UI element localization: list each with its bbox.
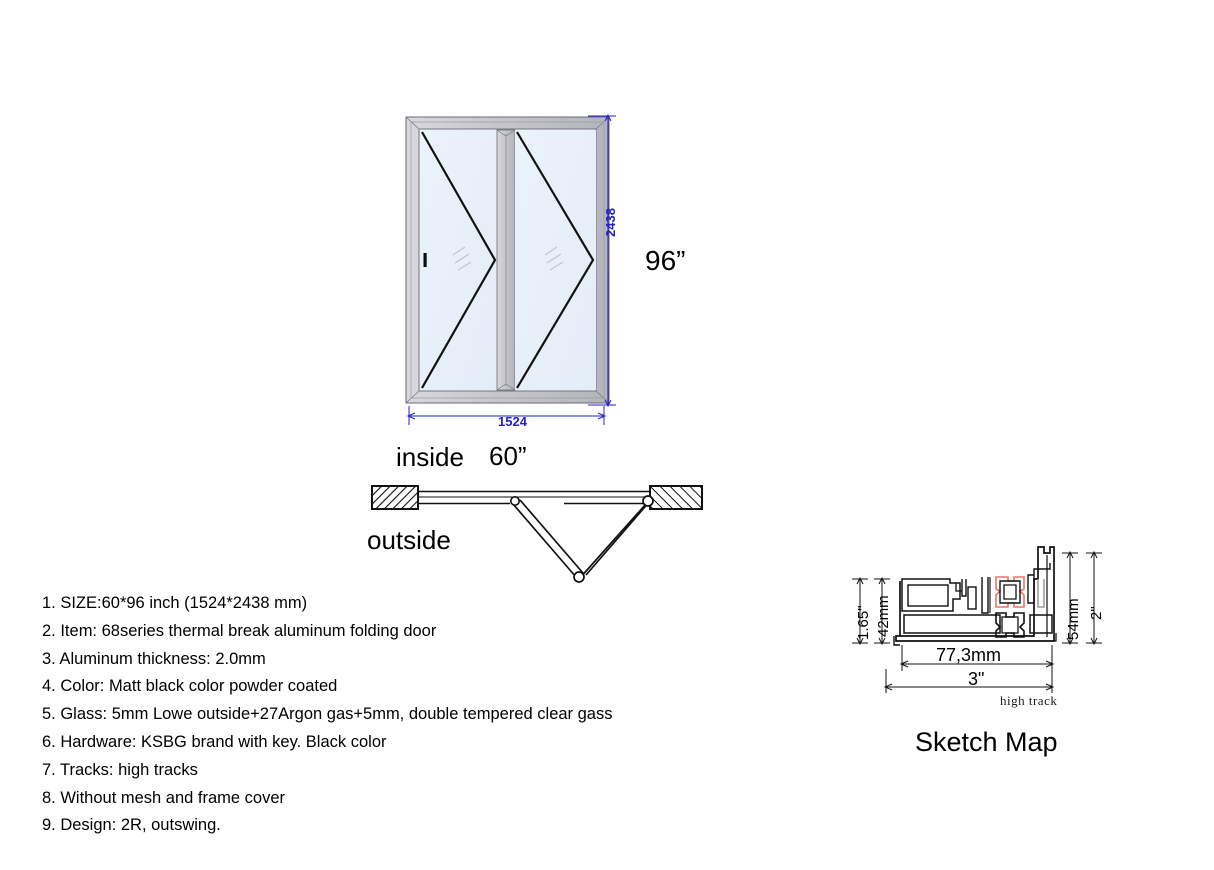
door-elevation-view [405, 116, 610, 404]
door-plan-view [371, 485, 703, 583]
profile-thermal-break-upper[interactable] [995, 576, 1025, 608]
hinge-pivot-middle [510, 496, 521, 506]
door-leaf-left [420, 130, 497, 390]
elevation-dimension-lines [406, 113, 616, 425]
dimension-width-inch: 60” [489, 441, 527, 471]
profile-dim-left-inch: 1.65" [855, 605, 872, 640]
spec-item-2: 2. Item: 68series thermal break aluminum… [42, 621, 437, 640]
profile-sill-body [895, 546, 1055, 642]
glass-reflection-right [544, 246, 564, 271]
profile-thermal-break-lower [995, 612, 1025, 638]
folding-panel-leg-left [512, 499, 584, 578]
spec-item-1: 1. SIZE:60*96 inch (1524*2438 mm) [42, 594, 308, 612]
spec-item-3: 3. Aluminum thickness: 2.0mm [42, 649, 266, 668]
profile-chamber-lower-left [903, 614, 1001, 634]
spec-item-6: 6. Hardware: KSBG brand with key. Black … [42, 732, 387, 751]
door-leaf-right [515, 130, 596, 390]
spec-item-8: 8. Without mesh and frame cover [42, 788, 286, 807]
door-handle[interactable] [423, 253, 427, 267]
door-track-line [418, 490, 650, 505]
hinge-pivot-apex [573, 571, 585, 583]
profile-dim-left-mm: 42mm [875, 595, 892, 637]
hinge-pivot-right [642, 495, 654, 507]
profile-dim-right-inch: 2" [1088, 606, 1105, 620]
profile-mid-webs [967, 577, 991, 614]
dimension-height-mm: 2438 [603, 208, 618, 237]
wall-block-right [649, 485, 703, 510]
profile-chamber-right [1029, 614, 1053, 634]
high-track-note: high track [1000, 693, 1058, 708]
profile-cross-section [852, 546, 1102, 693]
spec-item-5: 5. Glass: 5mm Lowe outside+27Argon gas+5… [42, 705, 613, 724]
profile-dim-bottom-mm: 77,3mm [936, 645, 1002, 665]
spec-item-4: 4. Color: Matt black color powder coated [42, 677, 338, 696]
profile-track-hook [893, 563, 1057, 646]
sketch-map-title: Sketch Map [915, 727, 1058, 757]
glass-reflection-left [452, 246, 472, 271]
profile-dim-bottom-inch: 3" [968, 669, 985, 689]
spec-item-7: 7. Tracks: high tracks [42, 760, 198, 779]
profile-dimension-lines [852, 550, 1102, 693]
dimension-height-inch: 96” [645, 245, 686, 276]
wall-block-left [371, 485, 419, 510]
profile-chamber-upper-left [901, 578, 967, 612]
specification-list: 1. SIZE:60*96 inch (1524*2438 mm) 2. Ite… [42, 590, 782, 840]
folding-panel-leg-right [578, 500, 651, 580]
label-outside: outside [367, 525, 451, 555]
profile-dim-right-mm: 54mm [1065, 598, 1082, 640]
label-inside: inside [396, 442, 464, 472]
dimension-width-mm: 1524 [498, 414, 527, 429]
spec-item-9: 9. Design: 2R, outswing. [42, 816, 221, 835]
